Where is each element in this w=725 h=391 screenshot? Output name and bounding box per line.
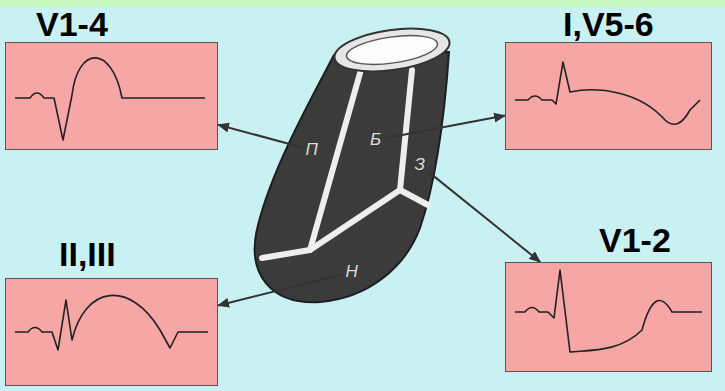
lead-heading: II,III xyxy=(59,237,116,271)
ecg-panel-ground xyxy=(505,262,712,372)
ecg-panel: II,III xyxy=(5,278,218,386)
lead-arrow xyxy=(385,116,505,139)
ecg-panel-ground xyxy=(505,42,712,150)
ecg-panel: V1-2 xyxy=(505,262,712,372)
ventricle-region: Б xyxy=(367,129,385,152)
lead-heading: I,V5-6 xyxy=(563,7,654,41)
ventricle-region: П xyxy=(303,139,322,162)
segment-boundary xyxy=(400,70,412,190)
ecg-trace xyxy=(515,62,700,124)
region-letter: З xyxy=(415,156,426,175)
ventricle-region: Н xyxy=(343,261,362,284)
ecg-panel-ground xyxy=(5,42,218,150)
ecg-panel: V1-4 xyxy=(5,42,218,150)
lead-arrow xyxy=(218,125,303,148)
ventricle-ring xyxy=(332,22,452,78)
lead-heading: V1-2 xyxy=(599,223,671,257)
segment-boundary xyxy=(262,190,428,258)
ecg-trace xyxy=(15,295,208,350)
ecg-panel: I,V5-6 xyxy=(505,42,712,150)
ecg-panel-ground xyxy=(5,278,218,386)
ventricle-region: З xyxy=(412,154,429,177)
lead-arrow xyxy=(218,274,343,305)
ventricle-body xyxy=(255,52,449,302)
lead-arrow xyxy=(429,172,541,262)
ventricle-cavity xyxy=(345,31,440,70)
ecg-trace xyxy=(15,58,205,140)
region-letter: П xyxy=(306,141,319,160)
region-letter: Б xyxy=(370,131,382,150)
top-band xyxy=(0,0,725,7)
ecg-trace xyxy=(515,270,702,352)
region-letter: Н xyxy=(346,263,359,282)
lead-heading: V1-4 xyxy=(36,7,108,41)
